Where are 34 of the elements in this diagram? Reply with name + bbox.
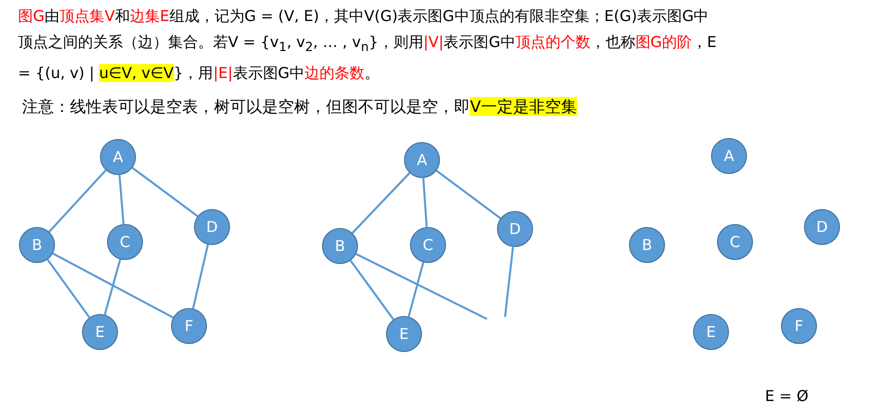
line bbox=[46, 259, 90, 318]
vertex-circle: D bbox=[194, 209, 230, 245]
line bbox=[422, 178, 428, 228]
vertex-circle: A bbox=[404, 142, 440, 178]
vertex-circle: C bbox=[107, 224, 143, 260]
definition-paragraph: 图G由顶点集V和边集E组成，记为G = (V, E)，其中V(G)表示图G中顶点的有限非空集；E(G)表示图G中顶点之间的关系（边）集合。若V = {v$_{1}$, v$_{2}$, … , v$_{n}$}，则用|V|表示图G中顶点的个数，也称图G的阶，E = {(u, v) | u∈V, v∈V}，用|E|表示图G中边的条数。 bbox=[18, 6, 718, 84]
line bbox=[436, 170, 502, 220]
line bbox=[52, 252, 174, 318]
vertex-circle: F bbox=[171, 308, 207, 344]
vertex-circle: A bbox=[711, 138, 747, 174]
vertex-circle: D bbox=[497, 211, 533, 247]
line bbox=[48, 170, 107, 232]
vertex-circle: D bbox=[804, 209, 840, 245]
vertex-circle: E bbox=[386, 316, 422, 352]
vertex-circle: B bbox=[19, 227, 55, 263]
vertex-circle: E bbox=[82, 314, 118, 350]
line bbox=[132, 167, 198, 217]
vertex-circle: A bbox=[100, 139, 136, 175]
line bbox=[352, 172, 410, 234]
line bbox=[504, 246, 514, 318]
vertex-circle: B bbox=[322, 228, 358, 264]
line bbox=[356, 253, 488, 320]
line bbox=[118, 174, 124, 224]
note-text: 注意：线性表可以是空表，树可以是空树，但图不可以是空，即V一定是非空集 bbox=[22, 96, 578, 118]
line bbox=[408, 262, 424, 317]
vertex-circle: F bbox=[781, 308, 817, 344]
line bbox=[350, 260, 394, 320]
vertex-circle: B bbox=[629, 227, 665, 263]
vertex-circle: E bbox=[693, 314, 729, 350]
empty-set-note: E = Ø bbox=[765, 386, 810, 406]
line bbox=[104, 259, 122, 315]
vertex-circle: C bbox=[717, 224, 753, 260]
line bbox=[192, 244, 209, 309]
vertex-circle: C bbox=[410, 227, 446, 263]
